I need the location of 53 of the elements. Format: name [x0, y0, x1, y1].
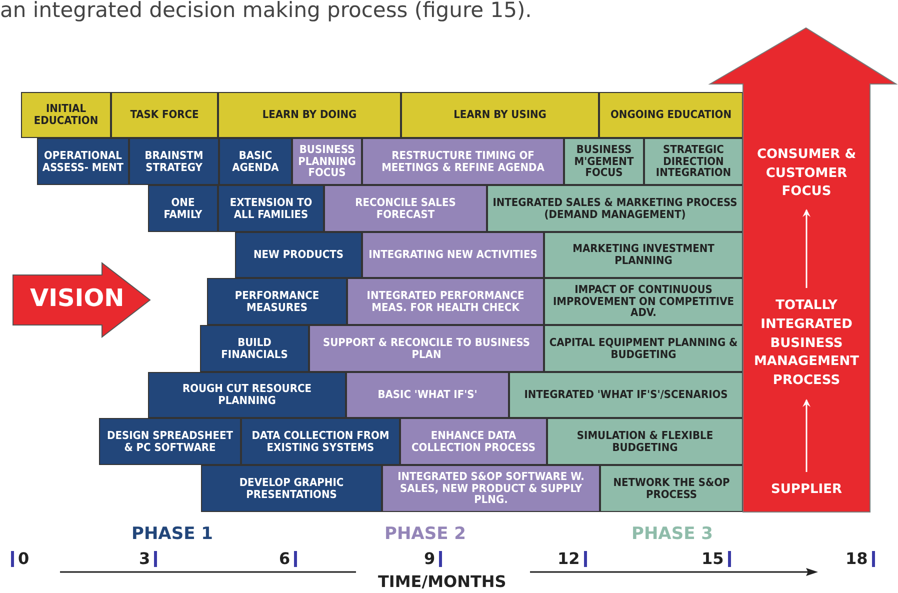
arrow-text: TOTALLY INTEGRATED BUSINESS MANAGEMENT PROCESS — [743, 294, 870, 394]
activity-box: EXTENSION TO ALL FAMILIES — [218, 185, 324, 232]
tick-label: 15 — [702, 551, 731, 567]
tick-label: 6 — [279, 551, 298, 567]
arrow-text: SUPPLIER — [743, 478, 870, 502]
activity-box: INTEGRATED 'WHAT IF'S'/SCENARIOS — [509, 372, 743, 418]
activity-box: INTEGRATING NEW ACTIVITIES — [362, 232, 544, 278]
activity-box: INTEGRATED S&OP SOFTWARE W. SALES, NEW PRODUCT & SUPPLY PLNG. — [382, 465, 600, 512]
activity-box: MARKETING INVESTMENT PLANNING — [544, 232, 743, 278]
activity-box: STRATEGIC DIRECTION INTEGRATION — [644, 138, 743, 185]
activity-box: BRAINSTM STRATEGY — [129, 138, 219, 185]
phase-label: PHASE 2 — [384, 524, 466, 544]
activity-box: RECONCILE SALES FORECAST — [324, 185, 487, 232]
activity-box: DEVELOP GRAPHIC PRESENTATIONS — [201, 465, 382, 512]
tick-label: 9 — [424, 551, 442, 567]
arrow-label: VISION — [30, 284, 124, 312]
activity-box: BUILD FINANCIALS — [200, 325, 309, 372]
activity-box: ONE FAMILY — [148, 185, 218, 232]
stage-box: TASK FORCE — [111, 92, 218, 138]
activity-box: CAPITAL EQUIPMENT PLANNING & BUDGETING — [544, 325, 743, 372]
stage-box: LEARN BY DOING — [218, 92, 401, 138]
activity-box: BUSINESS M'GEMENT FOCUS — [564, 138, 644, 185]
phase-label: PHASE 1 — [132, 524, 213, 544]
activity-box: IMPACT OF CONTINUOUS IMPROVEMENT ON COMPETITIVE ADV. — [544, 278, 743, 325]
activity-box: NEW PRODUCTS — [235, 232, 362, 278]
tick-label: 12 — [558, 551, 587, 567]
arrow — [802, 209, 810, 288]
activity-box: INTEGRATED SALES & MARKETING PROCESS (DEMAND MANAGEMENT) — [487, 185, 743, 232]
activity-box: BUSINESS PLANNING FOCUS — [292, 138, 362, 185]
activity-box: ROUGH CUT RESOURCE PLANNING — [148, 372, 346, 418]
activity-box: DATA COLLECTION FROM EXISTING SYSTEMS — [241, 418, 400, 465]
activity-box: BASIC AGENDA — [219, 138, 292, 185]
tick-label: 18 — [846, 551, 875, 567]
activity-box: SUPPORT & RECONCILE TO BUSINESS PLAN — [309, 325, 544, 372]
body-text: an integrated decision making process (figure 15). — [0, 0, 532, 22]
activity-box: NETWORK THE S&OP PROCESS — [600, 465, 743, 512]
tick-label: 0 — [11, 551, 30, 567]
phase-label: PHASE 3 — [632, 524, 713, 544]
stage-box: ONGOING EDUCATION — [599, 92, 743, 138]
activity-box: ENHANCE DATA COLLECTION PROCESS — [400, 418, 547, 465]
axis-title: TIME/MONTHS — [378, 572, 506, 591]
stage-box: LEARN BY USING — [401, 92, 599, 138]
activity-box: BASIC 'WHAT IF'S' — [346, 372, 509, 418]
activity-box: DESIGN SPREADSHEET & PC SOFTWARE — [99, 418, 241, 465]
stage-box: INITIAL EDUCATION — [21, 92, 111, 138]
tick-label: 3 — [139, 551, 158, 567]
arrow — [802, 399, 810, 472]
activity-box: SIMULATION & FLEXIBLE BUDGETING — [547, 418, 743, 465]
activity-box: PERFORMANCE MEASURES — [207, 278, 347, 325]
activity-box: INTEGRATED PERFORMANCE MEAS. FOR HEALTH CHECK — [347, 278, 544, 325]
arrow-text: CONSUMER & CUSTOMER FOCUS — [743, 144, 870, 204]
activity-box: OPERATIONAL ASSESS- MENT — [37, 138, 129, 185]
activity-box: RESTRUCTURE TIMING OF MEETINGS & REFINE AGENDA — [362, 138, 564, 185]
